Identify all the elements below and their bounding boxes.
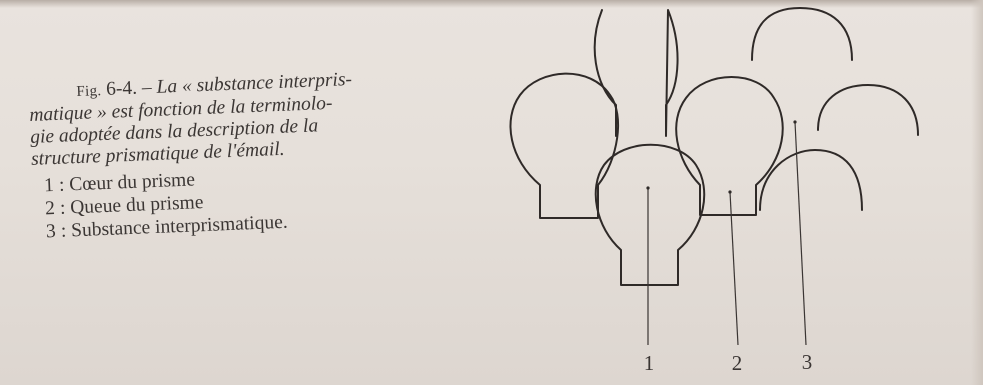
pointer-dot-2 <box>728 190 732 194</box>
leader-line-2 <box>729 191 739 346</box>
prism-arc-right <box>817 84 919 136</box>
prism-outline-top <box>593 9 679 137</box>
prism-arc-top-right <box>751 7 853 61</box>
figure-label-1: 1 <box>644 351 655 375</box>
page-shadow-right <box>971 0 983 385</box>
page-shadow-top <box>0 0 983 8</box>
prism-outline-left <box>509 72 620 219</box>
prism-outline-center <box>594 143 706 286</box>
figure-label-2: 2 <box>732 351 743 375</box>
prism-outline-right <box>675 76 784 216</box>
pointer-dot-3 <box>793 120 797 124</box>
figure-label-3: 3 <box>802 350 813 374</box>
leader-line-3 <box>794 121 807 346</box>
pointer-dot-1 <box>646 186 650 190</box>
prism-arc-bottom-right <box>759 149 863 211</box>
